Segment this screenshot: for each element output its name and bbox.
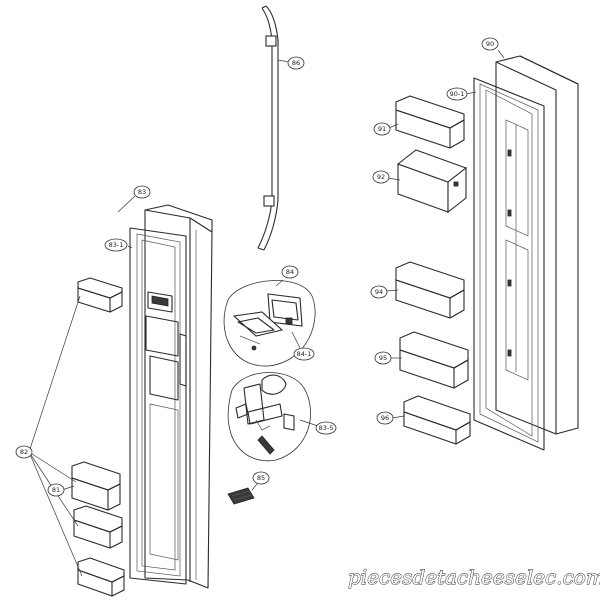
dispenser-cover-part: [227, 483, 258, 505]
svg-text:85: 85: [257, 474, 265, 482]
refrigerator-door: [465, 49, 579, 451]
svg-text:84-1: 84-1: [297, 350, 312, 358]
refrigerator-door-bins: [385, 95, 471, 445]
svg-text:81: 81: [52, 486, 60, 494]
callout-83: 83: [133, 185, 151, 199]
callout-83-1: 83-1: [104, 238, 128, 252]
dispenser-mechanism-group: [227, 372, 319, 462]
svg-text:96: 96: [381, 414, 389, 422]
svg-text:90: 90: [486, 40, 494, 48]
freezer-door: [117, 195, 213, 589]
callout-84-1: 84-1: [293, 347, 315, 361]
svg-text:83: 83: [138, 188, 146, 196]
svg-text:90-1: 90-1: [450, 90, 465, 98]
callout-90: 90: [481, 37, 499, 51]
svg-text:92: 92: [377, 173, 385, 181]
callout-83-5: 83-5: [315, 421, 337, 435]
dispenser-panel-group: [223, 279, 316, 367]
svg-text:95: 95: [379, 354, 387, 362]
callout-84: 84: [281, 265, 299, 279]
svg-text:83-5: 83-5: [319, 424, 334, 432]
svg-text:86: 86: [292, 59, 300, 67]
svg-text:82: 82: [20, 448, 28, 456]
callout-90-1: 90-1: [446, 87, 468, 101]
door-handle: [257, 5, 290, 251]
svg-text:94: 94: [375, 288, 383, 296]
callout-92: 92: [372, 170, 390, 184]
svg-text:84: 84: [286, 268, 294, 276]
callout-96: 96: [376, 411, 394, 425]
svg-text:91: 91: [378, 125, 386, 133]
freezer-door-bins: [28, 277, 125, 597]
callout-95: 95: [374, 351, 392, 365]
svg-text:83-1: 83-1: [109, 241, 124, 249]
watermark-text: piecesdetacheeselec.com: [348, 565, 600, 589]
callout-85: 85: [252, 471, 270, 485]
callout-81: 81: [47, 483, 65, 497]
callout-82: 82: [15, 445, 33, 459]
callout-94: 94: [370, 285, 388, 299]
callout-91: 91: [373, 122, 391, 136]
callout-86: 86: [287, 56, 305, 70]
